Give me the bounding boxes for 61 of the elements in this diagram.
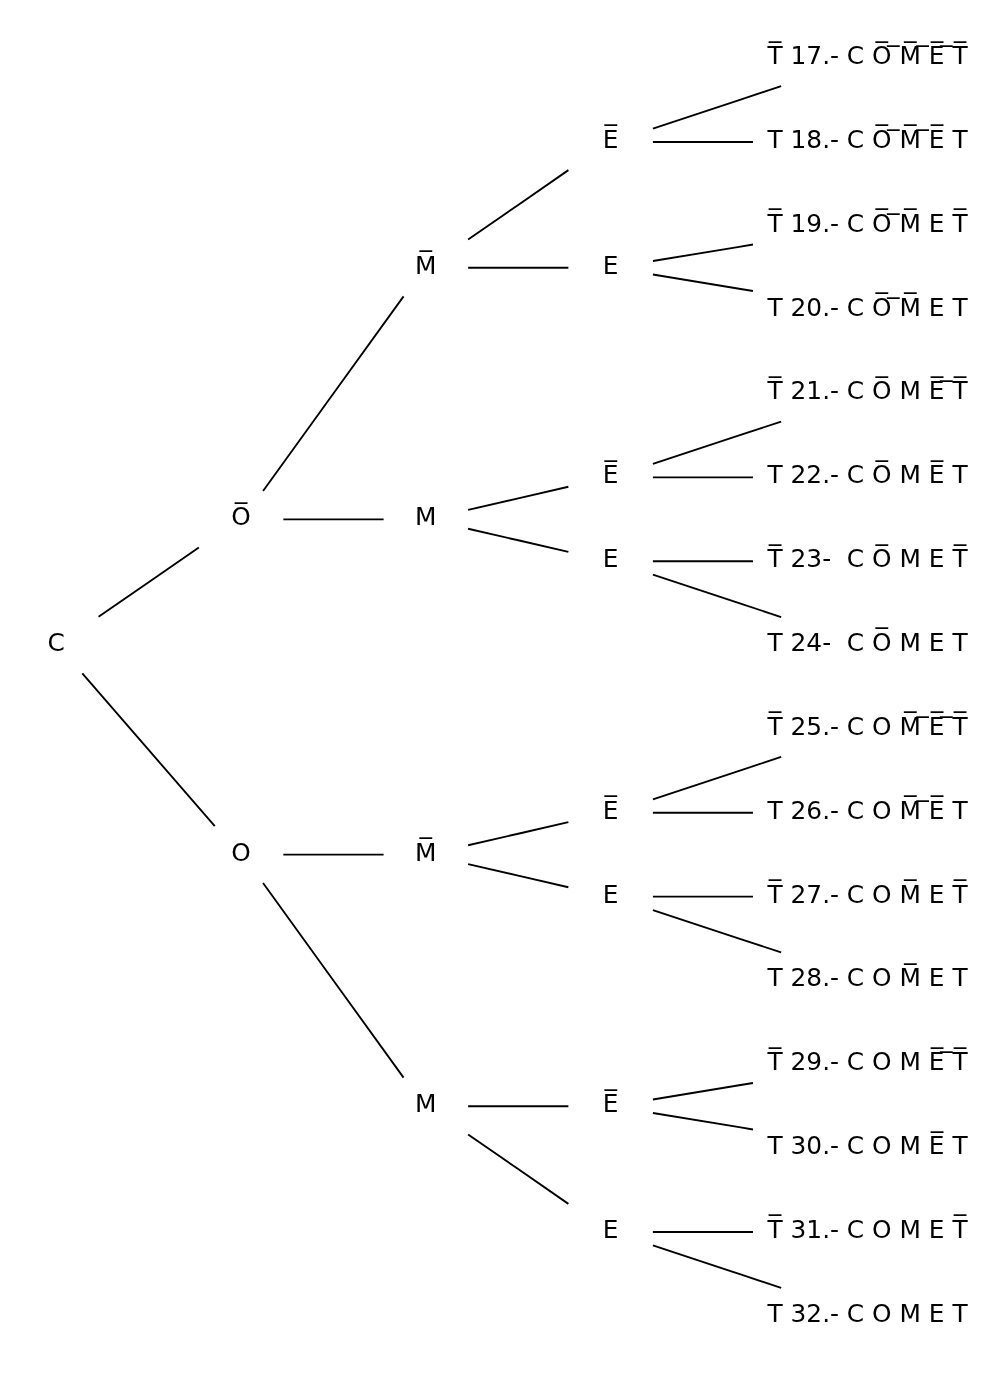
connector — [652, 141, 754, 143]
connector — [652, 811, 754, 814]
node-text: T̅ 23- C O̅ M E T̅ — [767, 544, 968, 574]
node-text: T̅ 31.- C O M E T̅ — [767, 1214, 968, 1244]
connector — [467, 1105, 570, 1108]
connector — [282, 518, 385, 521]
node-text: C — [47, 627, 65, 657]
node-text: E̅ — [602, 795, 619, 825]
node-text: E̅ — [602, 1089, 619, 1119]
node-text: O — [231, 837, 251, 867]
connector — [652, 476, 754, 479]
node-text: O̅ — [231, 502, 251, 532]
connector — [262, 882, 405, 1079]
node-text: T̅ 27.- C O M̅ E T̅ — [767, 879, 968, 909]
connector — [467, 821, 570, 847]
node-text: M — [415, 502, 437, 532]
connector — [652, 1112, 754, 1131]
node-text: T 32.- C O M E T — [767, 1298, 968, 1328]
connector — [652, 756, 783, 801]
node-text: M̅ — [415, 250, 437, 280]
node-text: E — [602, 879, 619, 909]
connector — [652, 909, 783, 954]
connector — [652, 243, 754, 262]
connector — [652, 1244, 783, 1289]
node-text: E — [602, 544, 619, 574]
node-text: T̅ 17.- C O̅ ̅M̅ ̅E̅ ̅T̅ — [767, 41, 968, 71]
node-text: E̅ — [602, 460, 619, 490]
connector — [652, 560, 754, 563]
node-text: T 30.- C O M E̅ T — [767, 1131, 968, 1161]
connector — [467, 169, 570, 241]
connector — [467, 863, 570, 889]
node-text: T̅ 19.- C O̅ ̅M̅ E T̅ — [767, 208, 968, 238]
node-text: E — [602, 250, 619, 280]
node-text: M̅ — [415, 837, 437, 867]
connector — [467, 527, 570, 553]
connector — [467, 485, 570, 511]
node-text: T̅ 21.- C O̅ M E̅ ̅T̅ — [767, 376, 968, 406]
node-text: T 28.- C O M̅ E T — [767, 963, 968, 993]
connector — [652, 1082, 754, 1101]
node-text: T 26.- C O M̅ ̅E̅ T — [767, 795, 968, 825]
connector — [81, 672, 216, 828]
connector — [652, 273, 754, 292]
node-text: T 24- C O̅ M E T — [767, 627, 968, 657]
node-text: E̅ — [602, 124, 619, 154]
connector — [97, 546, 200, 618]
connector — [652, 85, 783, 130]
connector — [652, 1231, 754, 1233]
connector — [467, 1133, 570, 1205]
connector — [262, 295, 405, 492]
connector — [652, 895, 754, 898]
node-text: T 22.- C O̅ M E̅ T — [767, 460, 968, 490]
connector — [282, 853, 385, 856]
node-text: T̅ 29.- C O M E̅ ̅T̅ — [767, 1047, 968, 1077]
node-text: T 18.- C O̅ ̅M̅ ̅E̅ T — [767, 124, 968, 154]
connector — [652, 420, 783, 465]
node-text: T̅ 25.- C O M̅ ̅E̅ ̅T̅ — [767, 711, 968, 741]
connector — [467, 266, 570, 269]
connector — [652, 573, 783, 618]
node-text: M — [415, 1089, 437, 1119]
node-text: E — [602, 1214, 619, 1244]
node-text: T 20.- C O̅ ̅M̅ E T — [767, 292, 968, 322]
